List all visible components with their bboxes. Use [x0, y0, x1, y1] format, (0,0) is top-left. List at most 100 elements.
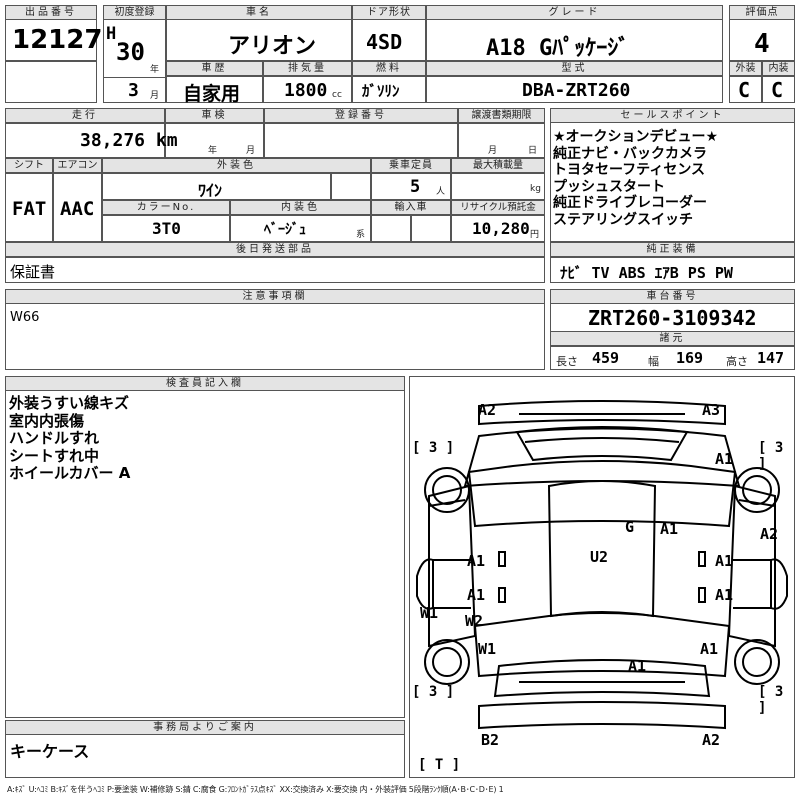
mark-windshield-corner: A1	[660, 520, 679, 538]
model-label: 型式	[426, 61, 723, 76]
mark-left-pillar: W1	[420, 604, 439, 622]
mark-right-rear-door: A1	[715, 586, 734, 604]
color-no-box	[102, 215, 230, 242]
era: H	[106, 24, 117, 44]
car-diagram	[416, 400, 788, 730]
reg-year: 30	[116, 38, 145, 66]
shift-label: シフト	[5, 158, 53, 173]
inspector-list: 外装うすい線キズ 室内内張傷 ハンドルすれ シートすれ中 ホイールカバー A	[9, 394, 130, 483]
int-color-label: 内装色	[230, 200, 371, 215]
door: 4SD	[366, 30, 403, 54]
month-unit: 月	[150, 91, 160, 101]
history-box	[166, 76, 263, 103]
mark-left-front-door: A1	[467, 552, 486, 570]
later-parts: 保証書	[10, 263, 56, 281]
capacity-unit: 人	[436, 187, 446, 197]
mark-windshield: G	[625, 518, 635, 536]
ac-box	[53, 173, 102, 242]
mark-roof: U2	[590, 548, 609, 566]
mark-left-rear-door2: W1	[478, 640, 497, 658]
month-box	[103, 77, 166, 103]
int-box	[762, 76, 795, 103]
width-label: 幅	[648, 355, 659, 368]
office-text: キーケース	[10, 742, 90, 761]
ac: AAC	[60, 198, 95, 220]
mark-rear-left-bumper: B2	[481, 731, 500, 749]
recycle-box	[451, 215, 545, 242]
mark-right-front-door: A1	[715, 552, 734, 570]
max-load-label: 最大積載量	[451, 158, 545, 173]
ext-color: ﾜｲﾝ	[198, 181, 223, 200]
mark-right-rear-fender: A1	[700, 640, 719, 658]
fuel-label: 燃料	[352, 61, 426, 76]
equipment: ﾅﾋﾞ TV ABS ｴｱB PS PW	[560, 264, 733, 282]
dims-label: 諸元	[550, 331, 795, 346]
inspector-line: ハンドルすれ	[9, 429, 100, 447]
score-label: 評価点	[729, 5, 795, 20]
door-label: ドア形状	[352, 5, 426, 20]
sales-point: ステアリングスイッチ	[553, 211, 693, 228]
spare-tire: [ T ]	[418, 757, 461, 773]
car-name: アリオン	[228, 34, 317, 59]
int-color-box	[230, 215, 371, 242]
reg-no-box	[264, 123, 458, 158]
tire-rr: [ 3 ]	[758, 684, 784, 716]
inspector-line: 室内内張傷	[9, 411, 85, 430]
int-color: ﾍﾞｰｼﾞｭ	[264, 222, 306, 238]
mileage: 38,276 km	[80, 130, 178, 151]
year-unit: 年	[150, 65, 160, 75]
sales-point: プッシュスタート	[553, 178, 665, 195]
car-name-label: 車名	[166, 5, 352, 20]
lot-no-lower	[5, 61, 97, 103]
legend: A:ｷｽﾞ U:ﾍｺﾐ B:ｷｽﾞを伴うﾍｺﾐ P:要塗装 W:補修跡 S:錆 …	[7, 785, 504, 794]
mark-left-sill: W2	[465, 612, 484, 630]
mark-right-edge: A2	[760, 525, 779, 543]
inspection-box	[165, 123, 264, 158]
color-no-label: カラーNo.	[102, 200, 230, 215]
tire-fl: [ 3 ]	[412, 440, 455, 456]
displacement-label: 排気量	[263, 61, 352, 76]
sales-point: ★オークションデビュー★	[553, 129, 719, 145]
displacement: 1800	[284, 80, 328, 101]
mark-trunk: A1	[628, 657, 647, 675]
sales-point: 純正ナビ・バックカメラ	[553, 145, 707, 162]
ext-label: 外装	[729, 61, 762, 76]
recycle: 10,280	[472, 219, 530, 238]
transfer-box	[458, 123, 545, 158]
fuel: ｶﾞｿﾘﾝ	[362, 82, 400, 100]
import-box	[371, 215, 411, 242]
sales-points-list: ★オークションデビュー★ 純正ナビ・バックカメラ トヨタセーフティセンス プッシ…	[553, 129, 718, 228]
inspector-box	[5, 376, 405, 718]
recycle-unit: 円	[530, 230, 540, 240]
reg-no-label: 登録番号	[264, 108, 458, 123]
equipment-box	[550, 257, 795, 283]
mileage-box	[5, 123, 165, 158]
grade-label: グレード	[426, 5, 723, 20]
transfer-day: 日	[528, 146, 538, 156]
inspection-label: 車検	[165, 108, 264, 123]
dims-box	[550, 346, 795, 370]
ext-grade: C	[738, 78, 751, 102]
recycle-label: リサイクル預託金	[451, 200, 545, 215]
chassis-label: 車台番号	[550, 289, 795, 304]
capacity-box	[371, 173, 451, 200]
history-label: 車歴	[166, 61, 263, 76]
max-load-box	[451, 173, 545, 200]
length-label: 長さ	[556, 355, 578, 368]
height-label: 高さ	[726, 355, 748, 368]
sales-points-box	[550, 108, 795, 242]
displacement-box	[263, 76, 352, 103]
fuel-box	[352, 76, 426, 103]
sales-points-label: セールスポイント	[550, 108, 795, 123]
lot-no: 12127	[12, 25, 103, 55]
first-reg-label: 初度登録	[103, 5, 166, 20]
int-color-unit: 系	[356, 230, 366, 240]
later-parts-box	[5, 257, 545, 283]
chassis-number: ZRT260-3109342	[588, 306, 757, 330]
equipment-label: 純正装備	[550, 242, 795, 257]
mark-rear-right-bumper: A2	[702, 731, 721, 749]
mark-front-left-bumper: A2	[478, 401, 497, 419]
transfer-label: 譲渡書類期限	[458, 108, 545, 123]
mark-left-rear-door: A1	[467, 586, 486, 604]
ext-color-box	[102, 173, 331, 200]
